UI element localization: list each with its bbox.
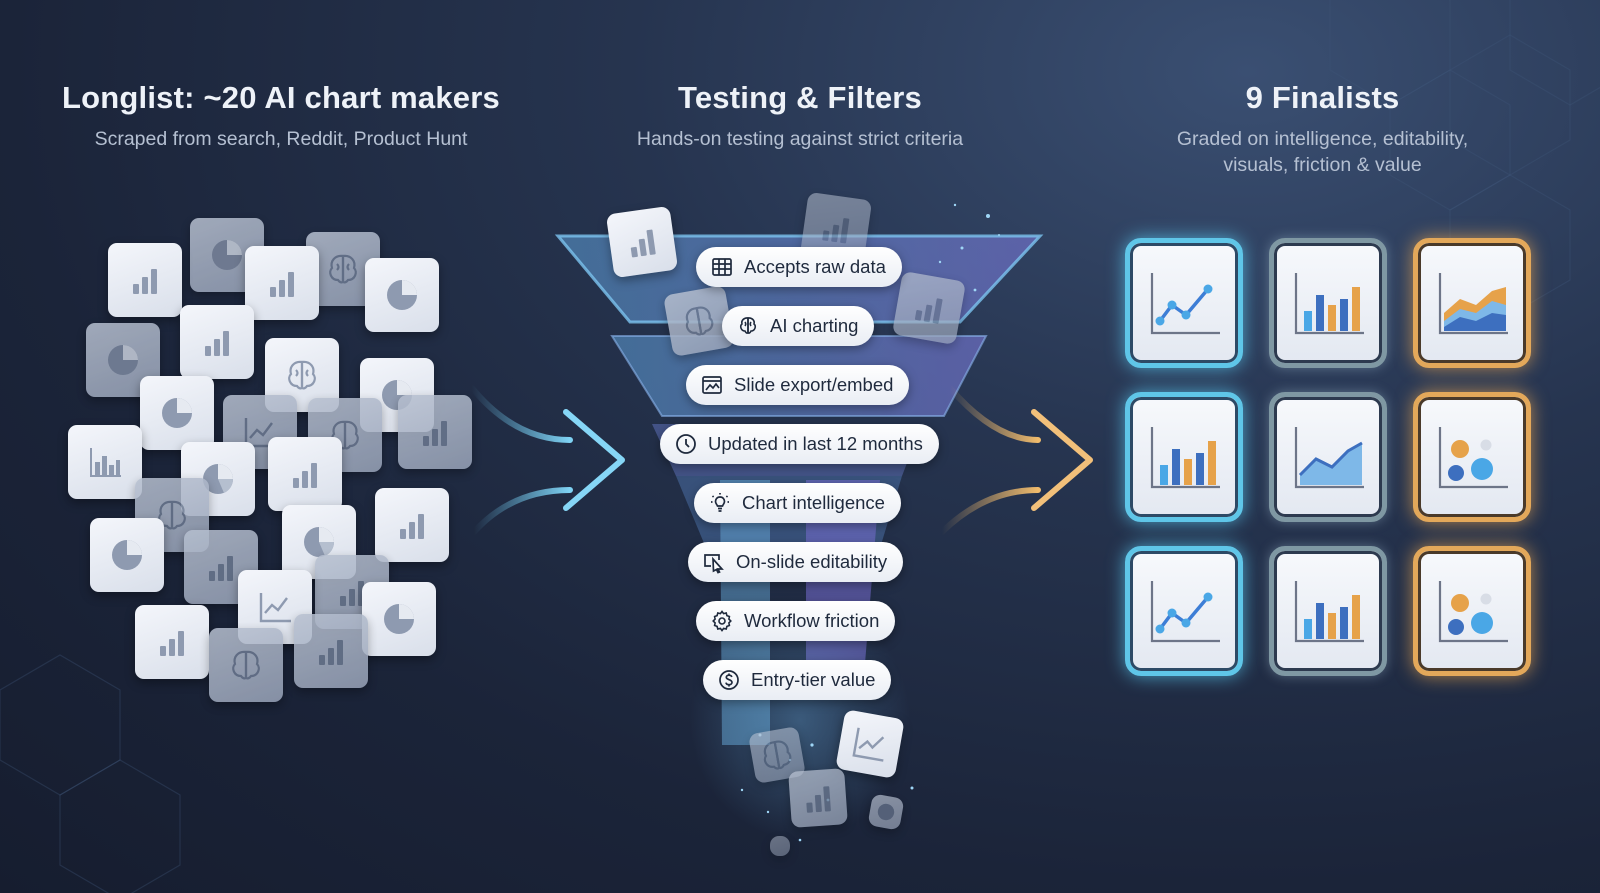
- line-chart-icon: [835, 709, 905, 779]
- filter-label: Chart intelligence: [742, 492, 885, 513]
- filter-label: Workflow friction: [744, 610, 880, 631]
- finalists-title: 9 Finalists: [1245, 80, 1400, 115]
- pie-chart-icon: [365, 258, 439, 332]
- bar-chart-icon: [788, 768, 848, 828]
- bar-chart-icon: [398, 395, 472, 469]
- finalist-card: [1269, 546, 1387, 676]
- finalist-card: [1413, 546, 1531, 676]
- finalist-card: [1125, 392, 1243, 522]
- bar-chart-icon: [799, 191, 873, 265]
- filter-pill-ai-charting: AI charting: [722, 306, 875, 346]
- bar-chart-icon: [135, 605, 209, 679]
- filter-pill-slide-export: Slide export/embed: [686, 365, 910, 405]
- testing-subtitle: Hands-on testing against strict criteria: [636, 128, 964, 150]
- filter-label: Slide export/embed: [734, 374, 894, 395]
- filter-pill-entry-value: Entry-tier value: [703, 660, 892, 700]
- line-chart-icon: [1150, 273, 1220, 335]
- finalists-header: 9 Finalists Graded on intelligence, edit…: [1110, 80, 1535, 178]
- gear-icon: [712, 610, 732, 632]
- bar-chart-icon: [1294, 273, 1364, 335]
- area-chart-icon: [1438, 273, 1508, 335]
- bar-chart-icon: [375, 488, 449, 562]
- clock-icon: [676, 434, 696, 454]
- brain-icon: [748, 726, 806, 784]
- testing-header: Testing & Filters Hands-on testing again…: [560, 80, 1040, 152]
- bar-chart-icon: [180, 305, 254, 379]
- filter-pill-raw-data: Accepts raw data: [696, 247, 902, 287]
- bar-chart-icon: [891, 270, 967, 346]
- bar-chart-icon: [1294, 581, 1364, 643]
- finalist-card: [1269, 392, 1387, 522]
- finalist-card: [1125, 238, 1243, 368]
- bar-chart-icon: [1150, 427, 1220, 489]
- area-chart-icon: [1294, 427, 1364, 489]
- dollar-icon: [719, 670, 739, 690]
- finalist-card: [1269, 238, 1387, 368]
- filter-pill-chart-intelligence: Chart intelligence: [694, 483, 901, 523]
- pie-chart-icon: [140, 376, 214, 450]
- arrow-to-finalists: [939, 385, 1093, 535]
- finalist-card: [1125, 546, 1243, 676]
- brain-icon: [209, 628, 283, 702]
- pie-chart-icon: [362, 582, 436, 656]
- bar-chart-icon: [108, 243, 182, 317]
- arrow-to-funnel: [469, 385, 625, 535]
- finalists-subtitle: Graded on intelligence, editability, vis…: [1110, 126, 1535, 178]
- slide-image-icon: [702, 376, 722, 394]
- filter-label: Entry-tier value: [751, 669, 876, 690]
- filter-label: Accepts raw data: [744, 256, 886, 277]
- bar-chart-icon: [294, 614, 368, 688]
- longlist-title: Longlist: ~20 AI chart makers: [62, 80, 500, 115]
- filter-pill-updated: Updated in last 12 months: [660, 424, 939, 464]
- cursor-edit-icon: [704, 554, 724, 574]
- filter-pill-workflow-friction: Workflow friction: [696, 601, 896, 641]
- lightbulb-icon: [711, 493, 729, 512]
- longlist-header: Longlist: ~20 AI chart makers Scraped fr…: [28, 80, 534, 152]
- bar-chart-icon: [268, 437, 342, 511]
- bubble-chart-icon: [1438, 427, 1508, 489]
- finalists-subtitle-line1: Graded on intelligence, editability,: [1176, 128, 1469, 150]
- pie-chart-icon: [867, 793, 905, 831]
- brain-icon: [663, 285, 735, 357]
- brain-icon: [739, 317, 757, 334]
- bubble-chart-icon: [1438, 581, 1508, 643]
- pie-chart-icon: [282, 505, 356, 579]
- filter-label: On-slide editability: [736, 551, 888, 572]
- finalists-subtitle-line2: visuals, friction & value: [1223, 154, 1422, 176]
- bar-chart-icon: [605, 205, 679, 279]
- testing-title: Testing & Filters: [678, 80, 922, 115]
- pie-chart-icon: [90, 518, 164, 592]
- filter-label: Updated in last 12 months: [708, 433, 923, 454]
- finalist-card: [1413, 238, 1531, 368]
- finalist-card: [1413, 392, 1531, 522]
- filter-label: AI charting: [770, 315, 859, 336]
- bar-chart-icon: [770, 836, 790, 856]
- bar-chart-icon: [245, 246, 319, 320]
- bar-chart-icon: [68, 425, 142, 499]
- table-icon: [712, 258, 732, 276]
- longlist-subtitle: Scraped from search, Reddit, Product Hun…: [94, 128, 468, 150]
- filter-pill-editability: On-slide editability: [688, 542, 904, 582]
- line-chart-icon: [1150, 581, 1220, 643]
